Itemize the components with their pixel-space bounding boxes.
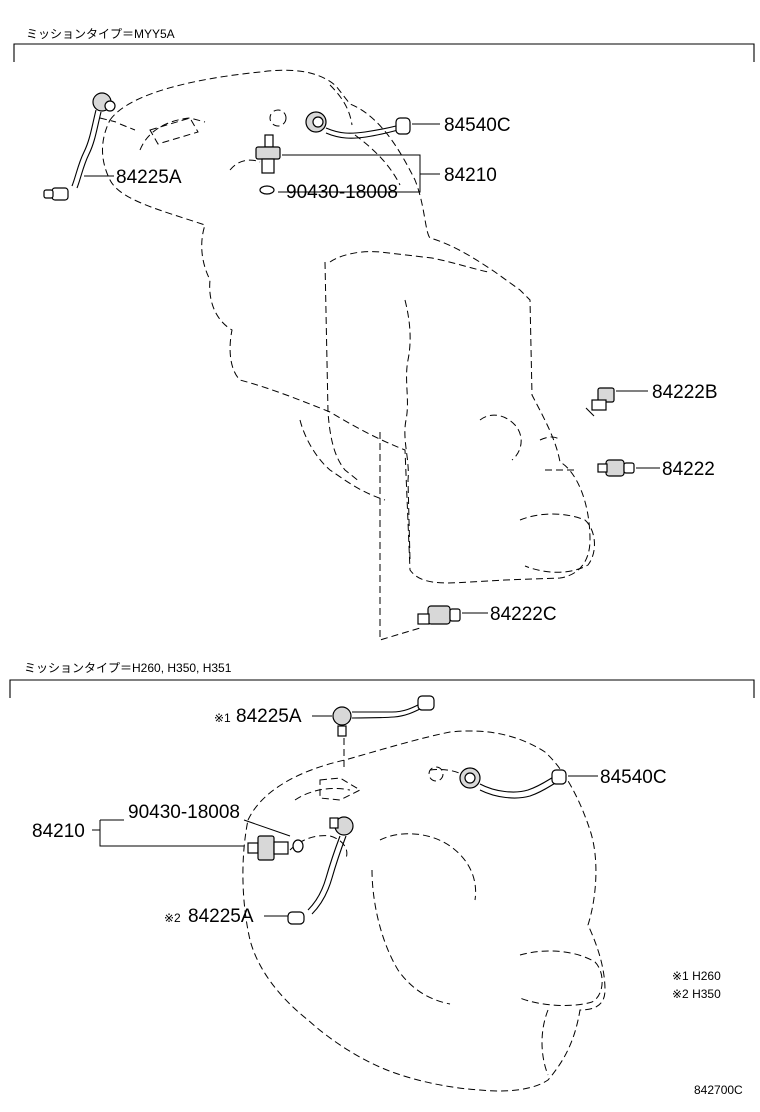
part-84225A-myy5a[interactable] [43,92,116,201]
part-84210-h-series[interactable] [247,835,289,861]
transmission-housing-myy5a [99,69,595,641]
part-84210-myy5a[interactable] [255,134,281,174]
label-84210-h-series[interactable]: 84210 [32,821,85,842]
section-1-bracket [13,43,755,62]
part-90430-18008-gasket-myy5a[interactable] [259,185,275,195]
part-84225A-note1[interactable] [332,695,435,737]
part-84540C-myy5a[interactable] [269,109,411,139]
label-84222C[interactable]: 84222C [490,604,557,625]
footnote-1: ※1 H260 [672,969,721,983]
part-84222C-myy5a[interactable] [417,605,461,625]
section-h260-h350-h351: ミッションタイプ＝H260, H350, H351 ※1 84225A [9,661,755,1092]
transmission-housing-h-series [242,730,606,1092]
label-90430-18008-myy5a[interactable]: 90430-18008 [286,182,398,203]
label-84540C-myy5a[interactable]: 84540C [444,115,511,136]
leader-90430-18008-h-series [100,819,291,837]
section-2-header: ミッションタイプ＝H260, H350, H351 [24,661,232,675]
label-84225A-note2[interactable]: 84225A [188,906,254,927]
footnote-2: ※2 H350 [672,987,721,1001]
section-myy5a: ミッションタイプ＝MYY5A [13,27,755,641]
label-84225A-note1[interactable]: 84225A [236,706,302,727]
mark-84225A-note1: ※1 [214,711,231,725]
label-84210-myy5a[interactable]: 84210 [444,165,497,186]
part-84540C-h-series[interactable] [428,766,567,799]
section-2-bracket [9,679,755,698]
part-84222B-myy5a[interactable] [585,387,615,417]
label-84222B[interactable]: 84222B [652,382,718,403]
label-84222[interactable]: 84222 [662,459,715,480]
part-84225A-note2[interactable] [287,816,354,925]
part-90430-18008-gasket-h-series[interactable] [292,839,304,853]
label-84225A-myy5a[interactable]: 84225A [116,167,182,188]
part-84222-myy5a[interactable] [597,459,635,477]
section-1-header: ミッションタイプ＝MYY5A [26,27,175,41]
label-84540C-h-series[interactable]: 84540C [600,767,667,788]
footer-code: 842700C [694,1083,743,1097]
bracket-84210-h-series [99,820,244,847]
label-90430-18008-h-series[interactable]: 90430-18008 [128,802,240,823]
mark-84225A-note2: ※2 [164,911,181,925]
